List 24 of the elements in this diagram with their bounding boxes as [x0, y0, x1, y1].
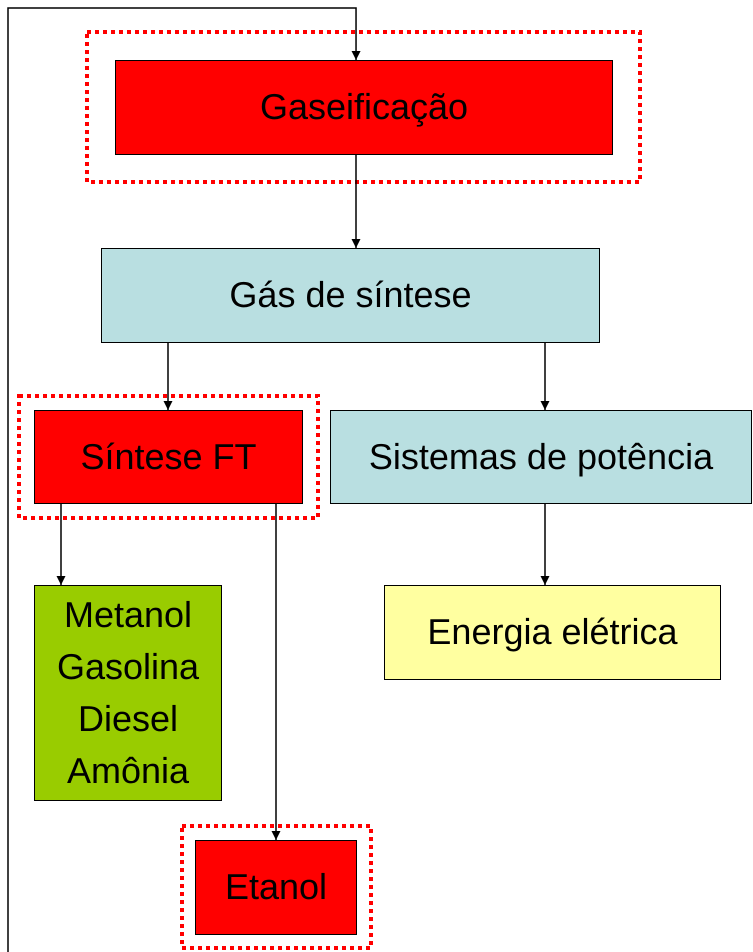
process-box	[34, 410, 303, 504]
arrow	[164, 343, 172, 410]
process-box	[115, 60, 613, 155]
arrow	[56, 504, 66, 585]
arrow	[540, 343, 550, 410]
node-label: Gaseificação	[260, 85, 468, 130]
node-label: Gás de síntese	[229, 273, 472, 318]
node-label: Amônia	[66, 749, 190, 794]
arrow	[272, 504, 280, 840]
node-label: Energia elétrica	[427, 610, 678, 654]
node-label: Gasolina	[56, 644, 200, 689]
node-label: Metanol	[64, 592, 192, 637]
node-label: Etanol	[224, 865, 328, 910]
product-box	[195, 840, 357, 935]
product-box	[384, 585, 721, 680]
node-label: Sistemas de potência	[368, 434, 714, 479]
node-label: Diesel	[78, 697, 178, 741]
product-box	[34, 585, 222, 801]
product-box	[101, 248, 600, 343]
arrow	[7, 7, 361, 952]
arrow	[540, 504, 550, 585]
process-box	[330, 410, 752, 504]
node-label: Síntese FT	[80, 434, 257, 479]
arrow	[352, 155, 360, 248]
